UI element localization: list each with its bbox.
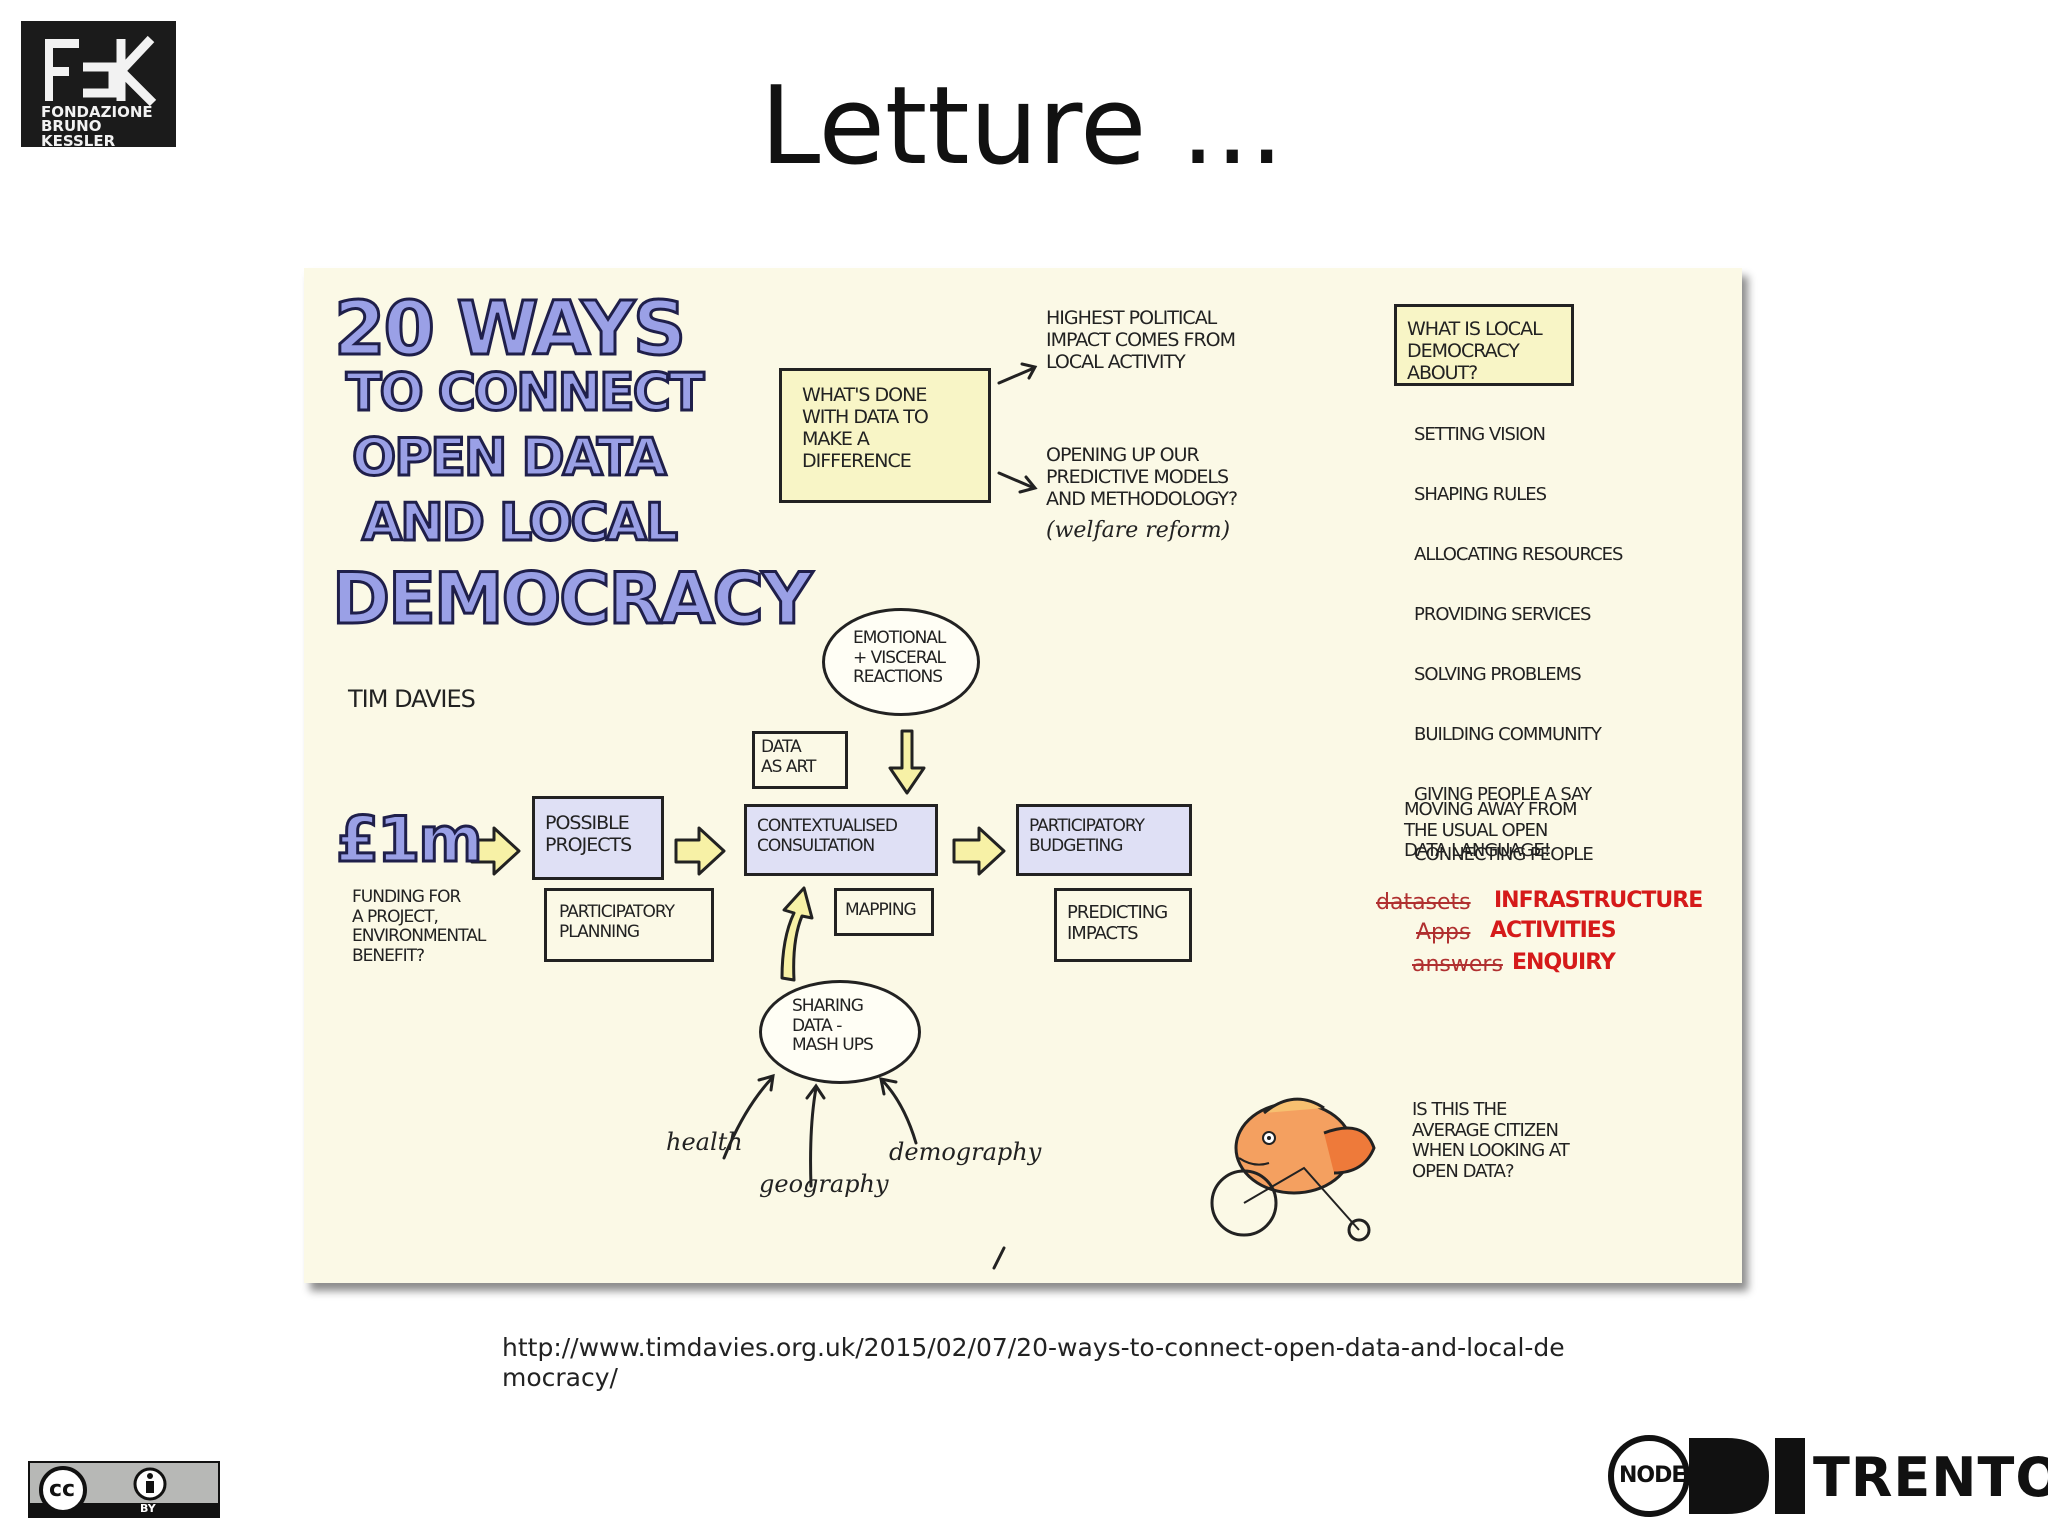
old-term-3: answers [1412, 952, 1503, 977]
node-text: NODE [1619, 1463, 1686, 1488]
local-democracy-text: WHAT IS LOCAL DEMOCRACY ABOUT? [1407, 318, 1543, 384]
sketch-arrows [470, 362, 1376, 1270]
ld-item: CONNECTING PEOPLE [1414, 844, 1594, 865]
sketch-title-line1: 20 WAYS [332, 285, 687, 374]
participatory-planning-text: PARTICIPATORY PLANNING [559, 902, 675, 942]
ld-item: ALLOCATING RESOURCES [1414, 544, 1623, 565]
fbk-line1: FONDAZIONE [41, 103, 153, 121]
sketch-title-line5: DEMOCRACY [331, 557, 815, 642]
health-label: health [666, 1128, 743, 1156]
sketchnote-image: 20 WAYS TO CONNECT OPEN DATA AND LOCAL D… [304, 268, 1742, 1283]
sketch-title-line3: OPEN DATA [351, 427, 669, 490]
cc-by-icon [30, 1466, 218, 1516]
local-democracy-box: WHAT IS LOCAL DEMOCRACY ABOUT? [1394, 304, 1574, 386]
new-term-1: INFRASTRUCTURE [1494, 888, 1703, 913]
data-as-art-text: DATA AS ART [761, 737, 816, 777]
emotional-cloud: EMOTIONAL + VISCERAL REACTIONS [822, 608, 980, 716]
ld-item: SOLVING PROBLEMS [1414, 664, 1582, 685]
local-democracy-list: SETTING VISION SHAPING RULES ALLOCATING … [1414, 390, 1623, 900]
sketch-title-line2: TO CONNECT [344, 362, 705, 425]
ld-item: PROVIDING SERVICES [1414, 604, 1591, 625]
participatory-budgeting-text: PARTICIPATORY BUDGETING [1029, 816, 1145, 856]
fish-sketch [1210, 1097, 1376, 1242]
sketch-title-line4: AND LOCAL [360, 492, 679, 555]
ld-item: BUILDING COMMUNITY [1414, 724, 1602, 745]
funding-note: FUNDING FOR A PROJECT, ENVIRONMENTAL BEN… [352, 887, 486, 966]
ld-item: SETTING VISION [1414, 424, 1546, 445]
fbk-mark-icon [45, 35, 157, 107]
possible-projects-box: POSSIBLE PROJECTS [532, 796, 664, 880]
contextualised-text: CONTEXTUALISED CONSULTATION [757, 816, 898, 856]
cc-by-badge: cc BY [28, 1461, 220, 1518]
participatory-planning-box: PARTICIPATORY PLANNING [544, 888, 714, 962]
node-mark-icon [1608, 1435, 1805, 1517]
old-term-2: Apps [1416, 920, 1471, 945]
opening-up-note: OPENING UP OUR PREDICTIVE MODELS AND MET… [1046, 444, 1238, 510]
old-term-1: datasets [1376, 890, 1471, 915]
sharing-cloud: SHARING DATA - MASH UPS [759, 980, 921, 1084]
contextualised-box: CONTEXTUALISED CONSULTATION [744, 804, 938, 876]
participatory-budgeting-box: PARTICIPATORY BUDGETING [1016, 804, 1192, 876]
highest-impact-note: HIGHEST POLITICAL IMPACT COMES FROM LOCA… [1046, 307, 1236, 373]
possible-projects-text: POSSIBLE PROJECTS [545, 812, 632, 856]
trento-text: TRENTO [1813, 1446, 2048, 1509]
ld-item: GIVING PEOPLE A SAY [1414, 784, 1592, 805]
by-text: BY [140, 1502, 156, 1515]
pound-amount: £1m [335, 802, 485, 878]
geography-label: geography [759, 1170, 889, 1198]
whats-done-box: WHAT'S DONE WITH DATA TO MAKE A DIFFEREN… [779, 368, 991, 503]
fish-question: IS THIS THE AVERAGE CITIZEN WHEN LOOKING… [1412, 1099, 1570, 1183]
sketch-author: TIM DAVIES [348, 685, 476, 713]
node-trento-logo: NODE TRENTO [1607, 1430, 2048, 1522]
emotional-text: EMOTIONAL + VISCERAL REACTIONS [853, 628, 946, 688]
fbk-logo: FONDAZIONE BRUNO KESSLER [21, 21, 176, 150]
data-as-art-box: DATA AS ART [752, 731, 848, 789]
mapping-box: MAPPING [834, 888, 934, 936]
fbk-line2: BRUNO KESSLER [41, 117, 116, 150]
predicting-impacts-text: PREDICTING IMPACTS [1067, 902, 1168, 944]
new-term-2: ACTIVITIES [1490, 918, 1617, 943]
demography-label: demography [889, 1138, 1042, 1166]
predicting-impacts-box: PREDICTING IMPACTS [1054, 888, 1192, 962]
welfare-note: (welfare reform) [1046, 518, 1231, 543]
source-url[interactable]: http://www.timdavies.org.uk/2015/02/07/2… [502, 1333, 1565, 1392]
slide-title: Letture ... [0, 62, 2048, 192]
mapping-text: MAPPING [845, 900, 917, 920]
cc-text: cc [49, 1477, 76, 1502]
new-term-3: ENQUIRY [1512, 950, 1616, 975]
slide-title-text: Letture ... [760, 64, 1284, 189]
sharing-text: SHARING DATA - MASH UPS [792, 996, 874, 1056]
whats-done-text: WHAT'S DONE WITH DATA TO MAKE A DIFFEREN… [802, 384, 929, 472]
ld-item: SHAPING RULES [1414, 484, 1547, 505]
moving-away-note: MOVING AWAY FROM THE USUAL OPEN DATA LAN… [1404, 799, 1577, 862]
